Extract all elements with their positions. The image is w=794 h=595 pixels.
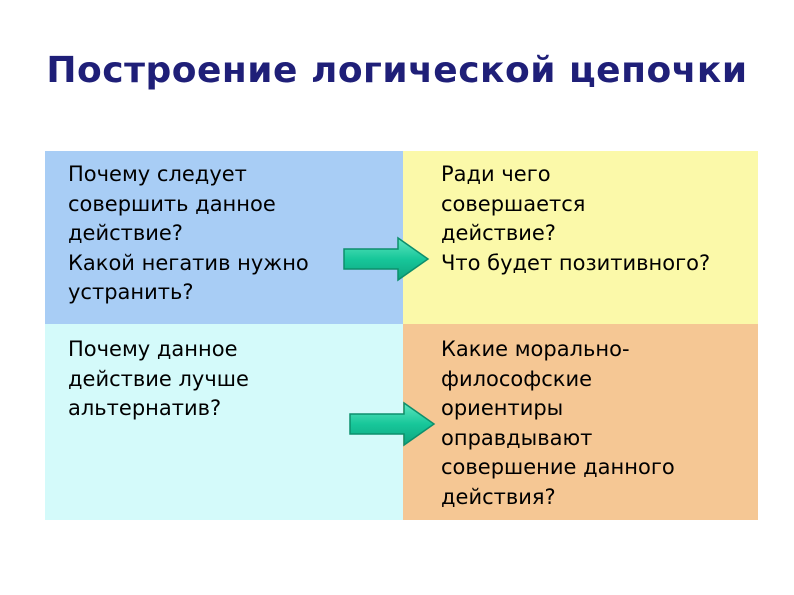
bottom-right-line: философские: [441, 366, 593, 391]
top-left-line: действие?: [68, 221, 183, 245]
bottom-right-line: Какие морально-: [441, 337, 630, 361]
top-left-line: совершить данное: [68, 191, 276, 216]
top-left-line: Какой негатив нужно: [68, 250, 309, 275]
bottom-left-line: действие лучше: [68, 366, 249, 391]
top-right-line: Что будет позитивного?: [441, 250, 711, 275]
top-left-text: Почему следует совершить данное действие…: [68, 160, 309, 308]
top-left-line: Почему следует: [68, 162, 247, 186]
cell-top-right: [403, 151, 758, 324]
bottom-right-line: совершение данного: [441, 455, 675, 479]
cell-top-left: [45, 151, 403, 324]
bottom-left-line: альтернатив?: [68, 396, 222, 420]
bottom-right-line: действия?: [441, 484, 556, 509]
bottom-left-line: Почему данное: [68, 337, 238, 361]
right-arrow-icon: [343, 236, 430, 282]
bottom-right-line: ориентиры: [441, 396, 564, 420]
bottom-left-text: Почему данное действие лучше альтернатив…: [68, 335, 249, 424]
top-right-line: совершается: [441, 191, 586, 216]
bottom-right-text: Какие морально- философские ориентиры оп…: [441, 335, 675, 512]
bottom-right-line: оправдывают: [441, 425, 593, 450]
top-right-text: Ради чего совершается действие? Что буде…: [441, 160, 710, 278]
top-right-line: действие?: [441, 221, 556, 245]
top-left-line: устранить?: [68, 280, 194, 304]
right-arrow-icon: [349, 401, 436, 447]
page-title: Построение логической цепочки: [46, 50, 748, 91]
top-right-line: Ради чего: [441, 162, 551, 186]
cell-bottom-left: [45, 324, 403, 520]
cell-bottom-right: [403, 324, 758, 520]
